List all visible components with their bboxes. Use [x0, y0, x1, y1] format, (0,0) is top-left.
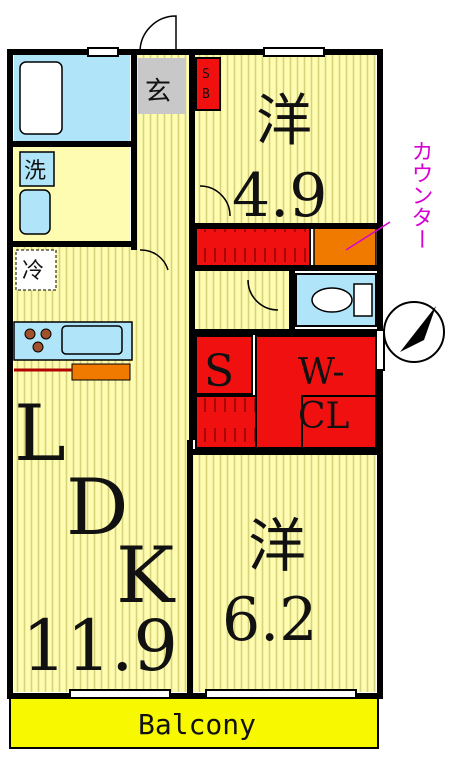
- laundry-area: [19, 151, 55, 187]
- fridge-label: 冷: [22, 259, 44, 284]
- walk-in-closet-rail: [301, 395, 377, 449]
- walls: [7, 49, 383, 699]
- kitchen-orange-strip: [71, 363, 131, 381]
- toilet-bowl: [311, 287, 353, 313]
- walk-in-closet-label-2: CL: [298, 396, 350, 437]
- counter-label: カウンター: [408, 140, 433, 250]
- balcony-label: Balcony: [138, 708, 256, 741]
- counter-arrow: [345, 221, 391, 251]
- western-room-1-label: 洋: [256, 89, 312, 154]
- entrance-floor: [138, 58, 186, 114]
- western-room-1-size: 4.9: [232, 161, 327, 231]
- north-arrow-icon: [383, 301, 445, 363]
- balcony: [9, 697, 379, 749]
- ldk-d-label: D: [66, 463, 129, 553]
- closet-room-1: [195, 227, 311, 267]
- storage-label: S: [204, 346, 234, 397]
- counter: [313, 227, 377, 267]
- stove-burner: [32, 341, 44, 353]
- shoe-box: [195, 57, 221, 111]
- wash-basin: [19, 189, 51, 235]
- stove-burner: [40, 328, 52, 340]
- walk-in-closet-label-1: W-: [298, 352, 345, 393]
- floor-ldk: [14, 246, 192, 692]
- floor-corridor: [192, 270, 292, 330]
- floor-western-room-2: [192, 455, 376, 692]
- laundry-label: 洗: [24, 159, 46, 184]
- fridge-space: [15, 249, 57, 291]
- western-room-2-size: 6.2: [222, 585, 317, 655]
- doors: [139, 15, 279, 311]
- windows: [69, 47, 385, 699]
- toilet-tank: [353, 283, 373, 317]
- western-room-2-label: 洋: [248, 512, 306, 580]
- ldk-l-label: L: [14, 389, 66, 479]
- entrance-label: 玄: [145, 77, 171, 107]
- ldk-k-label: K: [116, 531, 176, 621]
- stove-burner: [24, 328, 36, 340]
- ldk-size-label: 11.9: [22, 605, 178, 687]
- sink: [61, 325, 123, 355]
- storage-upper: [195, 335, 253, 395]
- bathtub: [19, 61, 63, 135]
- floor-western-room-1: [192, 55, 376, 227]
